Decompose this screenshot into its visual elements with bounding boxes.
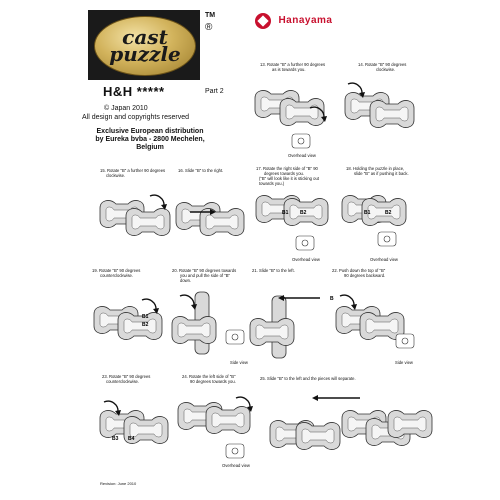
overhead-view-label: Overhead view bbox=[370, 257, 398, 262]
step-14-figure bbox=[344, 82, 415, 128]
caption-line: 20. Rotate "B" 90 degrees towards bbox=[172, 268, 237, 273]
step-25-figure bbox=[269, 395, 433, 450]
overhead-view-label: Overhead view bbox=[222, 463, 250, 468]
caption-line: towards you.) bbox=[259, 181, 285, 186]
caption-line: 21. Slide "B" to the left. bbox=[252, 268, 295, 273]
revision-note: Revision: June 2010 bbox=[100, 481, 137, 486]
step-13-figure bbox=[254, 90, 328, 149]
caption-line: clockwise. bbox=[376, 67, 396, 72]
step-25-caption: 25. Slide "B" to the left and the pieces… bbox=[260, 376, 420, 381]
step-23-figure: B3 B4 bbox=[99, 400, 169, 444]
logo-text-line1: cast bbox=[122, 25, 168, 49]
caption-line: counterclockwise. bbox=[106, 379, 140, 384]
logo-text-line2: puzzle bbox=[109, 42, 181, 66]
step-15-figure bbox=[99, 194, 171, 236]
side-view-label: Side view bbox=[230, 360, 248, 365]
caption-line: 15. Rotate "B" a further 90 degrees bbox=[100, 168, 166, 173]
hanayama-logo: Hanayama bbox=[255, 12, 332, 30]
part-label: Part 2 bbox=[205, 88, 224, 95]
step-16-caption: 16. Slide "B" to the right. bbox=[178, 168, 258, 173]
step-22-figure bbox=[335, 294, 415, 349]
side-view-label: Side view bbox=[395, 360, 413, 365]
overhead-view-label: Overhead view bbox=[292, 257, 320, 262]
step-19-figure: B1 B2 bbox=[93, 298, 163, 340]
svg-text:B1: B1 bbox=[142, 314, 149, 320]
caption-line: 23. Rotate "B" 90 degrees bbox=[102, 374, 151, 379]
step-21-figure: B bbox=[249, 295, 334, 359]
caption-line: 90 degrees towards you. bbox=[190, 379, 236, 384]
caption-line: ("B" will look like it is sticking out bbox=[259, 176, 319, 181]
step-13-caption: 13. Rotate "B" a further 90 degrees as i… bbox=[260, 62, 340, 72]
step-17-figure: B1 B2 bbox=[255, 195, 329, 251]
overhead-view-label: Overhead view bbox=[288, 153, 316, 158]
caption-line: 25. Slide "B" to the left and the pieces… bbox=[260, 376, 356, 381]
caption-line: 90 degrees backward. bbox=[344, 273, 386, 278]
step-24-figure bbox=[177, 396, 254, 459]
caption-line: 13. Rotate "B" a further 90 degrees bbox=[260, 62, 326, 67]
caption-line: clockwise. bbox=[106, 173, 126, 178]
caption-line: you and pull the side of "B" bbox=[180, 273, 230, 278]
step-18-caption: 18. Holding the puzzle in place, slide "… bbox=[346, 166, 426, 176]
caption-line: 14. Rotate "B" 90 degrees bbox=[358, 62, 407, 67]
logo-oval: cast puzzle bbox=[94, 16, 196, 76]
hanayama-mark-icon bbox=[255, 12, 271, 29]
caption-line: 19. Rotate "B" 90 degrees bbox=[92, 268, 141, 273]
caption-line: 17. Rotate the right side of "B" 90 bbox=[256, 166, 318, 171]
step-18-figure: B1 B2 bbox=[341, 195, 407, 247]
brand-name: Hanayama bbox=[278, 15, 333, 27]
registered-symbol: ® bbox=[205, 22, 213, 33]
trademark-symbol: TM bbox=[205, 12, 216, 19]
caption-line: 16. Slide "B" to the right. bbox=[178, 168, 224, 173]
step-20-figure bbox=[171, 291, 245, 355]
step-20-caption: 20. Rotate "B" 90 degrees towards you an… bbox=[172, 268, 252, 283]
step-19-caption: 19. Rotate "B" 90 degrees counterclockwi… bbox=[92, 268, 172, 278]
svg-text:B2: B2 bbox=[300, 210, 307, 216]
caption-line: counterclockwise. bbox=[100, 273, 134, 278]
caption-line: 18. Holding the puzzle in place, bbox=[346, 166, 405, 171]
caption-line: 24. Rotate the left side of "B" bbox=[182, 374, 236, 379]
svg-text:B1: B1 bbox=[282, 210, 289, 216]
caption-line: 22. Push down the top of "B" bbox=[332, 268, 386, 273]
svg-text:B1: B1 bbox=[364, 210, 371, 216]
distribution-line: Exclusive European distribution bbox=[96, 128, 204, 135]
distribution-line: Belgium bbox=[136, 144, 164, 151]
svg-text:B2: B2 bbox=[142, 322, 149, 328]
distribution-line: by Eureka bvba - 2800 Mechelen, bbox=[95, 136, 205, 143]
copyright-line: © Japan 2010 bbox=[104, 105, 148, 112]
rights-line: All design and copyrights reserved bbox=[82, 114, 190, 121]
svg-text:B: B bbox=[330, 296, 334, 302]
svg-text:B3: B3 bbox=[112, 436, 119, 442]
step-14-caption: 14. Rotate "B" 90 degrees clockwise. bbox=[358, 62, 438, 72]
step-21-caption: 21. Slide "B" to the left. bbox=[252, 268, 332, 273]
step-15-caption: 15. Rotate "B" a further 90 degrees cloc… bbox=[100, 168, 180, 178]
step-23-caption: 23. Rotate "B" 90 degrees counterclockwi… bbox=[102, 374, 182, 384]
logo-text: cast puzzle bbox=[95, 25, 195, 66]
step-22-caption: 22. Push down the top of "B" 90 degrees … bbox=[332, 268, 412, 278]
svg-text:B4: B4 bbox=[128, 436, 135, 442]
cast-puzzle-logo: cast puzzle bbox=[88, 10, 200, 80]
puzzle-title: H&H ***** bbox=[103, 84, 165, 99]
step-24-caption: 24. Rotate the left side of "B" 90 degre… bbox=[182, 374, 262, 384]
caption-line: slide "B" as if pushing it back. bbox=[354, 171, 409, 176]
caption-line: down. bbox=[180, 278, 192, 283]
svg-text:B2: B2 bbox=[385, 210, 392, 216]
step-16-figure bbox=[175, 202, 245, 236]
caption-line: degrees towards you. bbox=[264, 171, 305, 176]
distribution-note: Exclusive European distribution by Eurek… bbox=[80, 128, 220, 152]
caption-line: as is towards you. bbox=[272, 67, 306, 72]
step-17-caption: 17. Rotate the right side of "B" 90 degr… bbox=[256, 166, 336, 186]
